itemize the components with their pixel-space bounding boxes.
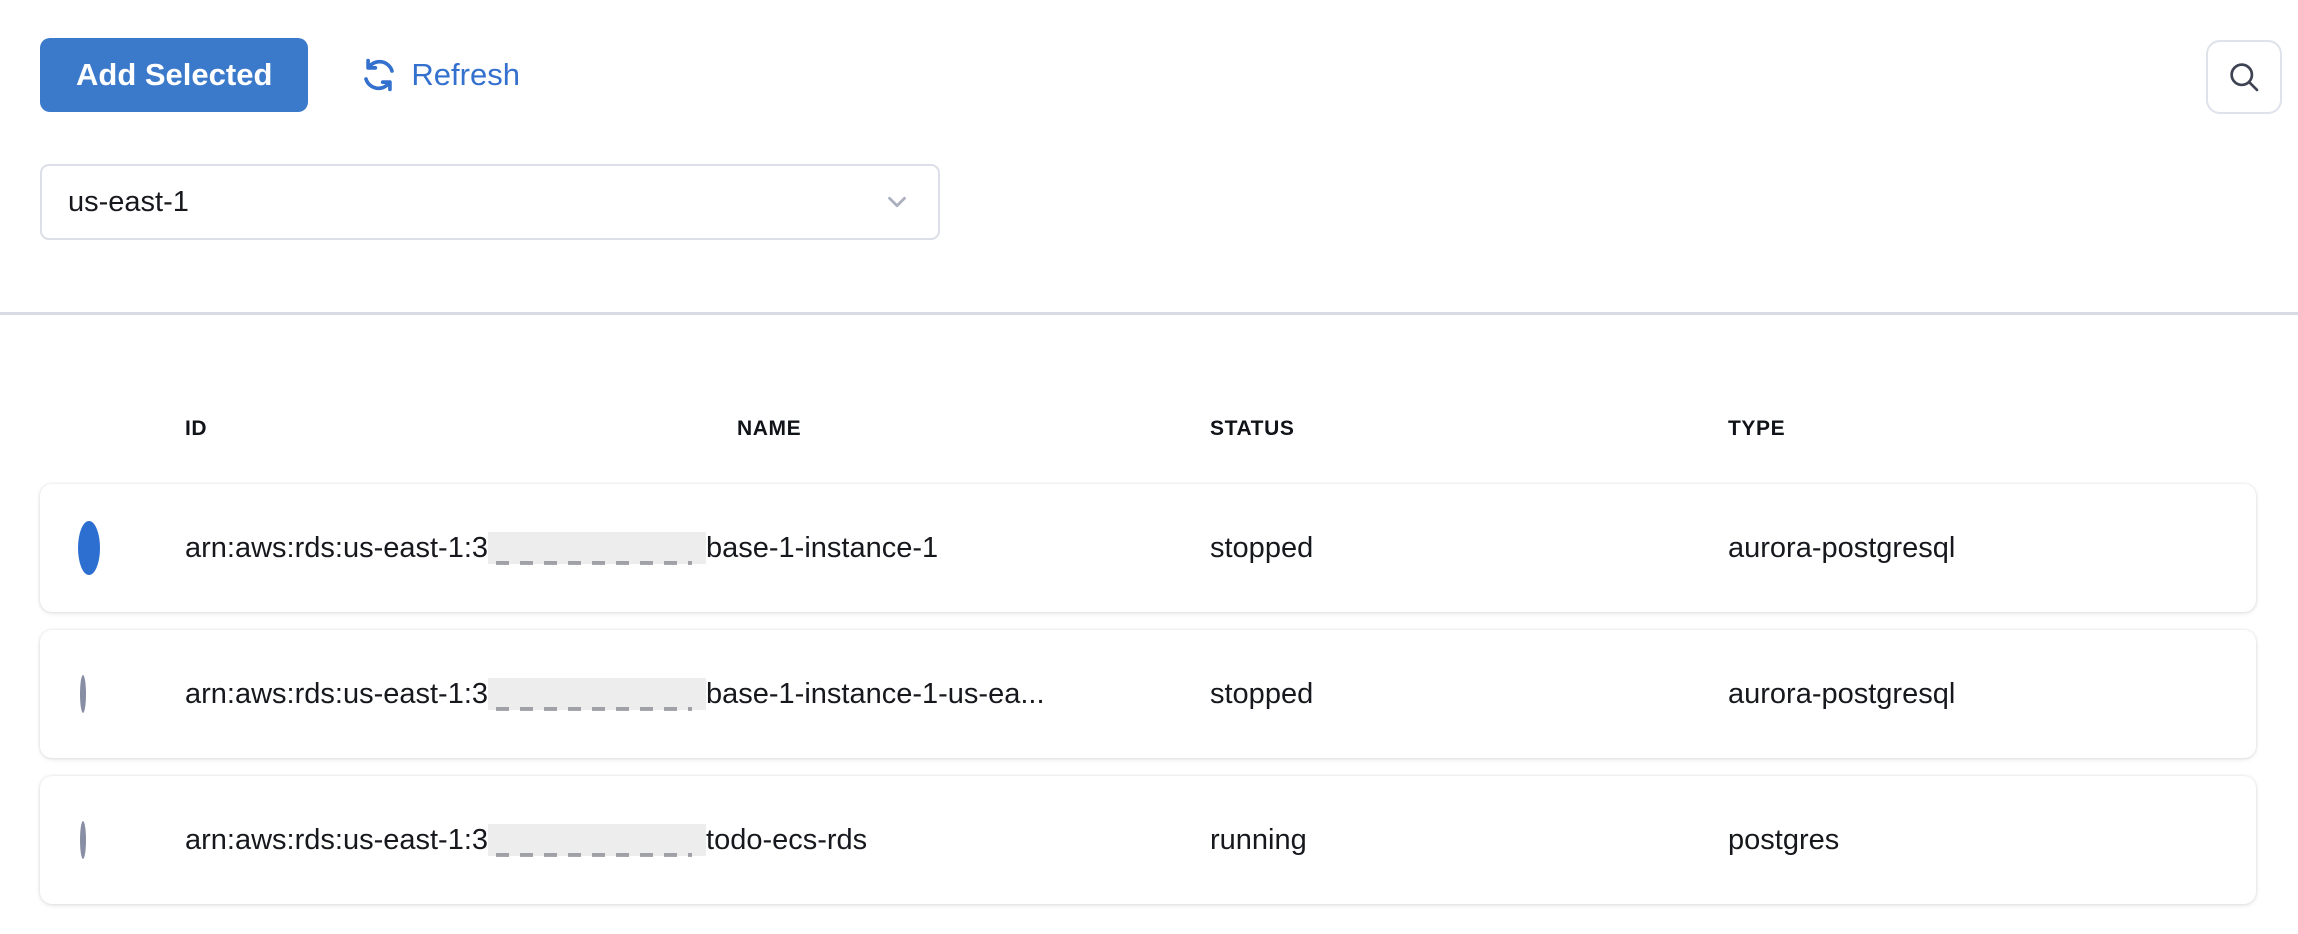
search-button[interactable] <box>2206 40 2282 114</box>
row-radio[interactable] <box>80 820 86 859</box>
redaction-box <box>488 677 707 711</box>
add-selected-button[interactable]: Add Selected <box>40 38 309 112</box>
cell-status: stopped <box>1210 531 1314 564</box>
cell-type: postgres <box>1728 823 1840 856</box>
column-header-type: TYPE <box>1728 417 1786 440</box>
refresh-button[interactable]: Refresh <box>360 56 520 94</box>
region-select[interactable]: us-east-1 <box>40 164 940 240</box>
column-header-id: ID <box>185 417 208 440</box>
cell-status: stopped <box>1210 677 1314 710</box>
refresh-icon <box>360 56 398 94</box>
search-icon <box>2225 58 2263 96</box>
region-select-value: us-east-1 <box>68 185 189 218</box>
cell-type: aurora-postgresql <box>1728 677 1956 710</box>
redaction-box <box>488 823 707 857</box>
toolbar: Add Selected Refresh <box>40 38 520 112</box>
cell-type: aurora-postgresql <box>1728 531 1956 564</box>
refresh-label: Refresh <box>411 57 520 92</box>
cell-status: running <box>1210 823 1307 856</box>
table-header-row: ID NAME STATUS TYPE <box>40 398 2256 460</box>
instances-table: ID NAME STATUS TYPE arn:aws:rds:us-east-… <box>0 398 2298 904</box>
redaction-box <box>488 531 707 565</box>
row-radio[interactable] <box>80 674 86 713</box>
column-header-name: NAME <box>737 417 802 440</box>
chevron-down-icon <box>882 187 912 217</box>
row-radio-selected[interactable] <box>78 520 100 575</box>
column-header-status: STATUS <box>1210 417 1295 440</box>
section-divider <box>0 312 2298 315</box>
